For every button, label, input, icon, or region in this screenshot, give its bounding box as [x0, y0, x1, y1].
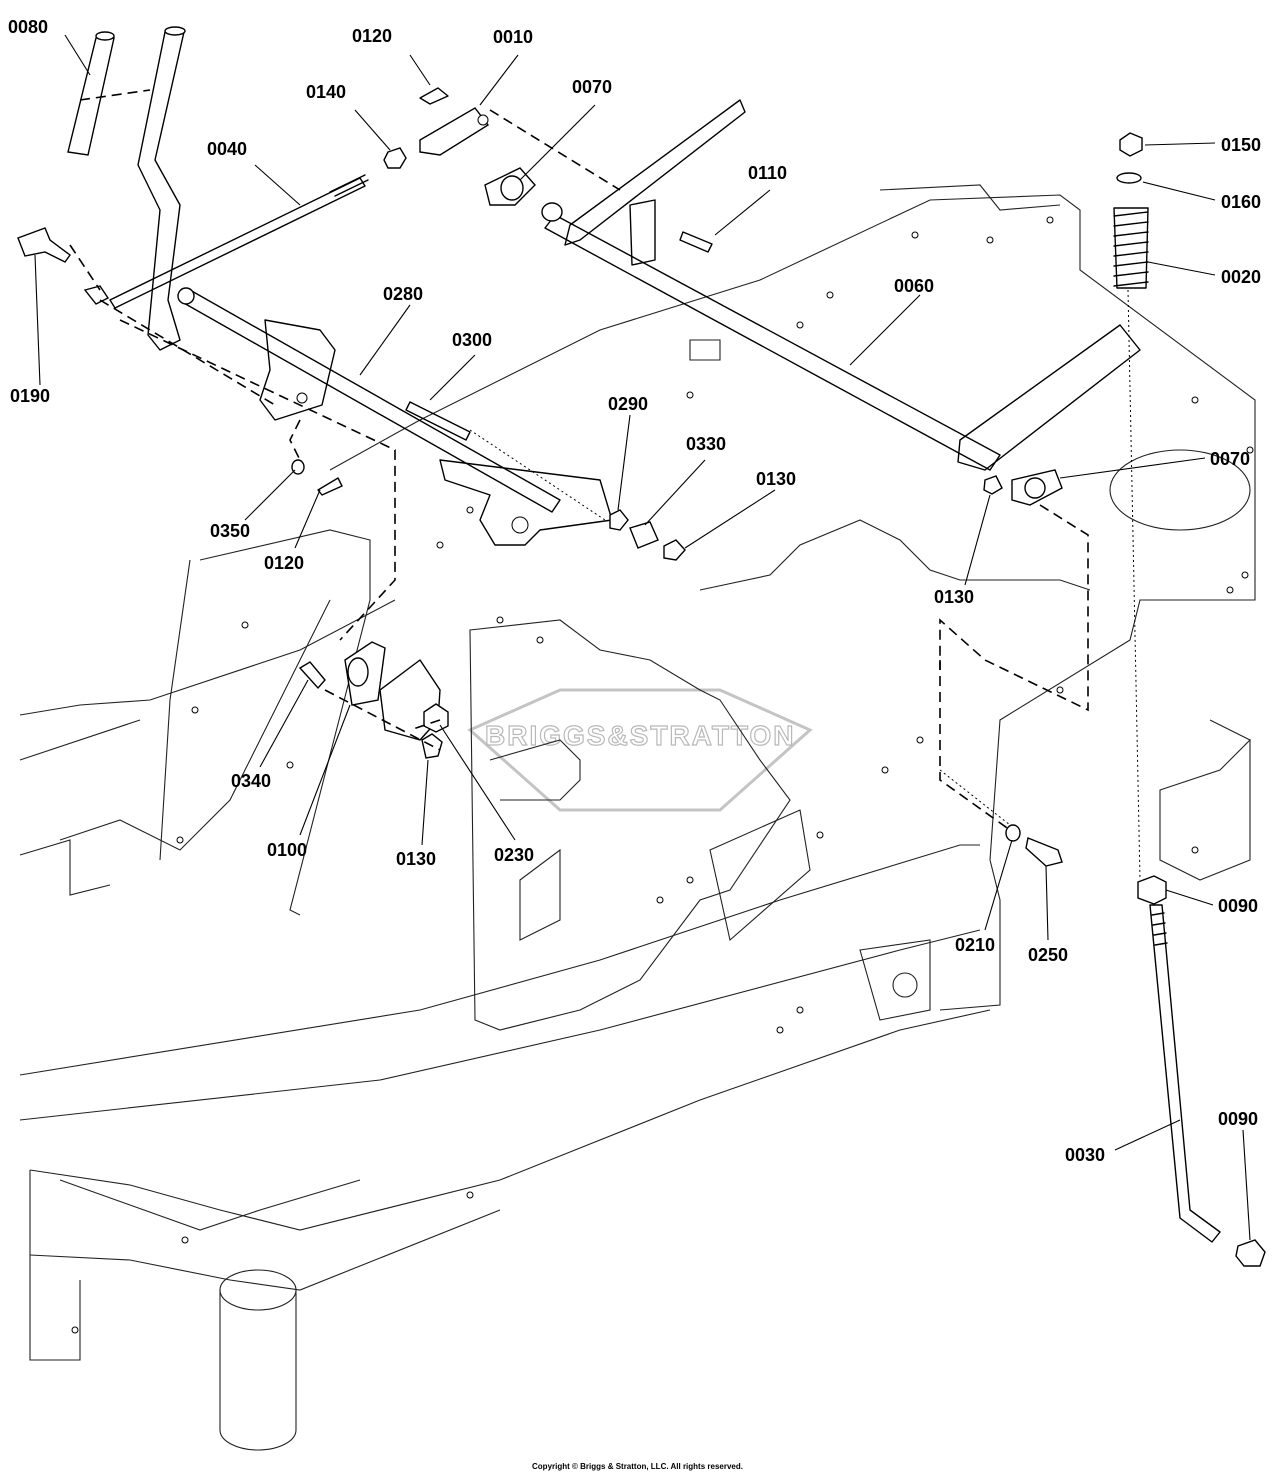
- rod-thread: [329, 174, 369, 197]
- callout-0130: 0130: [756, 469, 796, 489]
- callout-0160: 0160: [1221, 192, 1261, 212]
- nut-0130-b: [983, 475, 1003, 495]
- bracket-left: [259, 319, 336, 421]
- rod-thread-0030: [1151, 912, 1168, 946]
- rockshaft-arm-top: [564, 99, 746, 246]
- pin-0110: [679, 231, 713, 253]
- collar-0090-upper: [1137, 875, 1167, 905]
- shaft-0280: [181, 289, 561, 513]
- rod-0030: [1149, 904, 1221, 1243]
- callout-0140: 0140: [306, 82, 346, 102]
- nut-0230: [423, 703, 449, 733]
- callout-0230: 0230: [494, 845, 534, 865]
- callout-0090: 0090: [1218, 1109, 1258, 1129]
- rockshaft-arm-right: [957, 324, 1141, 471]
- rockshaft-end: [541, 202, 563, 222]
- svg-text:BRIGGS&STRATTON: BRIGGS&STRATTON: [485, 720, 796, 751]
- handle-end: [164, 26, 186, 36]
- clip-0120-lower: [317, 477, 343, 496]
- nut-0150: [1119, 132, 1143, 157]
- washer-0210: [1005, 824, 1021, 842]
- nut-0130-a: [663, 539, 686, 561]
- spacer-0330: [629, 521, 659, 549]
- callout-0300: 0300: [452, 330, 492, 350]
- rockshaft-0060: [544, 214, 1001, 471]
- nut-0290: [609, 509, 629, 531]
- bracket-right: [439, 459, 613, 546]
- callout-0190: 0190: [10, 386, 50, 406]
- callout-0100: 0100: [267, 840, 307, 860]
- leader-lines: [34, 34, 1251, 1241]
- nut-0140: [383, 147, 407, 169]
- washer-0160: [1116, 172, 1142, 184]
- assembly-lines: [69, 89, 1141, 881]
- callout-0130: 0130: [934, 587, 974, 607]
- spring-0020: [1113, 207, 1149, 289]
- clevis-0010: [419, 107, 490, 156]
- bolt-small: [83, 285, 110, 305]
- bolt-0250: [1025, 837, 1063, 867]
- copyright-notice: Copyright © Briggs & Stratton, LLC. All …: [532, 1462, 743, 1471]
- callout-0120: 0120: [352, 26, 392, 46]
- callout-0290: 0290: [608, 394, 648, 414]
- clip-0120-upper: [419, 87, 449, 105]
- callout-0330: 0330: [686, 434, 726, 454]
- parts: [17, 26, 1266, 1267]
- rod-0040: [109, 177, 366, 309]
- grip-0080: [67, 37, 115, 156]
- callout-0340: 0340: [231, 771, 271, 791]
- callout-0250: 0250: [1028, 945, 1068, 965]
- callout-0030: 0030: [1065, 1145, 1105, 1165]
- callout-0110: 0110: [748, 163, 787, 183]
- shaft-end: [177, 287, 195, 305]
- callout-0040: 0040: [207, 139, 247, 159]
- bolt-0190: [17, 227, 71, 263]
- handle-lever: [137, 31, 185, 351]
- grip-end: [95, 31, 115, 41]
- collar-0090-lower: [1235, 1239, 1266, 1267]
- bolt-0340: [298, 661, 326, 690]
- rockshaft-bracket: [629, 199, 656, 266]
- callout-0010: 0010: [493, 27, 533, 47]
- callout-labels: 0080 0120 0010 0140 0070 0040 0110 0150 …: [8, 17, 1261, 1165]
- callout-0150: 0150: [1221, 135, 1261, 155]
- callout-0070: 0070: [572, 77, 612, 97]
- frame-holes: [71, 216, 1254, 1334]
- pin-0300: [405, 401, 471, 441]
- callout-0020: 0020: [1221, 267, 1261, 287]
- callout-0280: 0280: [383, 284, 423, 304]
- briggs-stratton-watermark: BRIGGS&STRATTON: [467, 688, 813, 812]
- callout-0210: 0210: [955, 935, 995, 955]
- callout-0090: 0090: [1218, 896, 1258, 916]
- mower-frame: [19, 184, 1256, 1451]
- callout-0070: 0070: [1210, 449, 1250, 469]
- callout-0080: 0080: [8, 17, 48, 37]
- callout-0060: 0060: [894, 276, 934, 296]
- callout-0120: 0120: [264, 553, 304, 573]
- callout-0350: 0350: [210, 521, 250, 541]
- callout-0130: 0130: [396, 849, 436, 869]
